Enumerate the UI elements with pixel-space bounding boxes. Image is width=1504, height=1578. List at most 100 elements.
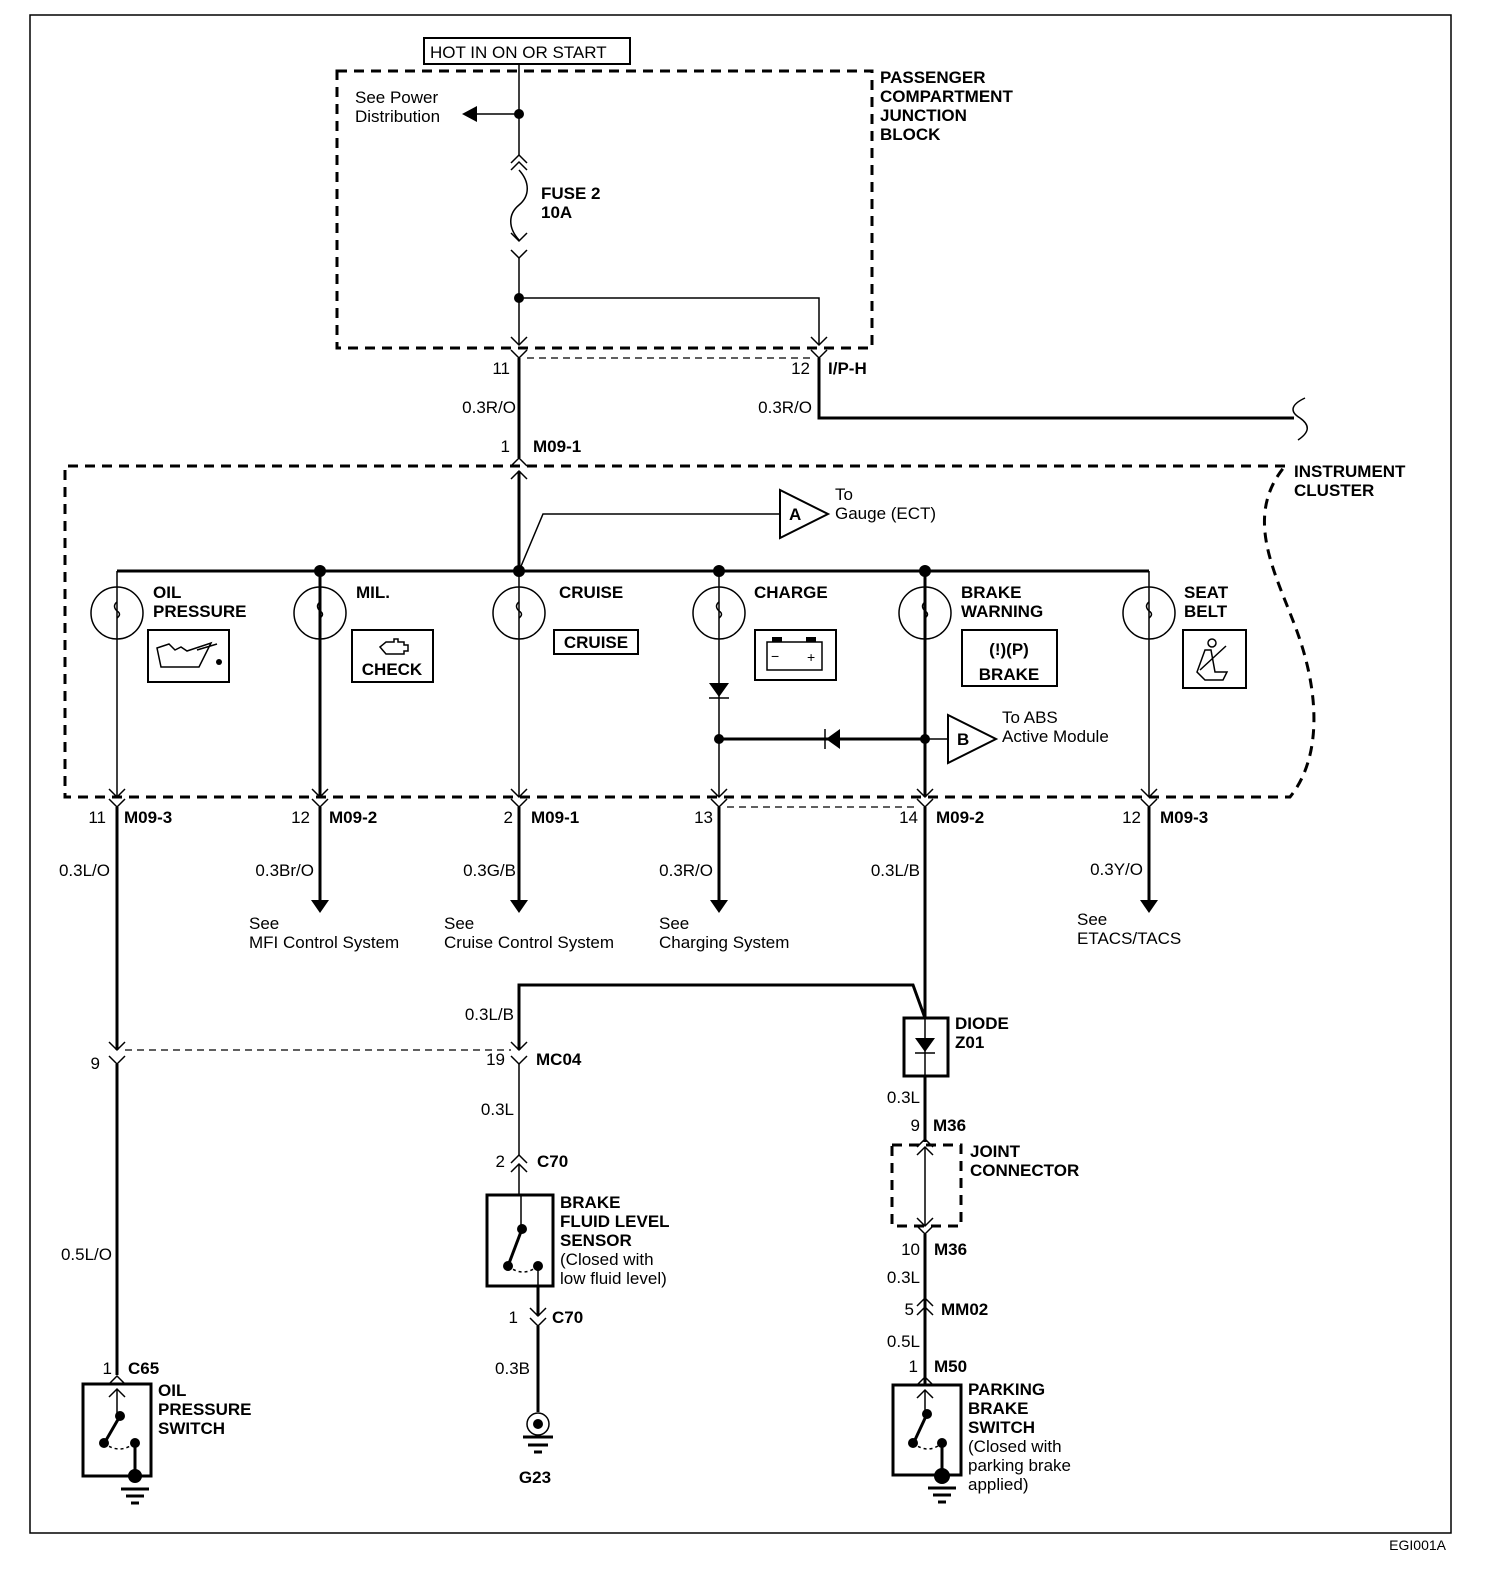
ground-icon bbox=[928, 1486, 956, 1504]
see-label: See bbox=[249, 914, 279, 933]
ref-b-letter: B bbox=[957, 730, 969, 749]
ground-icon bbox=[121, 1487, 149, 1505]
cluster-outline bbox=[63, 464, 1316, 799]
junction-block-label-1: PASSENGER bbox=[880, 68, 986, 87]
wire-label: 0.5L bbox=[887, 1332, 920, 1351]
connector-ip-h: I/P-H bbox=[828, 359, 867, 378]
lamp-seat-belt: SEAT BELT bbox=[1122, 571, 1247, 797]
sensor-label: SENSOR bbox=[560, 1231, 632, 1250]
pin-label: 13 bbox=[694, 808, 713, 827]
pin-label: 19 bbox=[486, 1050, 505, 1069]
fuse-label: FUSE 2 bbox=[541, 184, 601, 203]
connector-11-icon bbox=[510, 336, 528, 347]
diode-label: DIODE bbox=[955, 1014, 1009, 1033]
wire-label: 0.3L/O bbox=[59, 861, 110, 880]
brake-fluid-level-sensor: BRAKE FLUID LEVEL SENSOR (Closed with lo… bbox=[485, 1193, 670, 1288]
sensor-note: (Closed with bbox=[560, 1250, 654, 1269]
switch-label: OIL bbox=[158, 1381, 186, 1400]
switch-label: SWITCH bbox=[158, 1419, 225, 1438]
lamp-label: CHARGE bbox=[754, 583, 828, 602]
see-system-etacs: ETACS/TACS bbox=[1077, 929, 1181, 948]
switch-label: PARKING bbox=[968, 1380, 1045, 1399]
pin-11: 11 bbox=[492, 359, 510, 378]
diode-label: Z01 bbox=[955, 1033, 984, 1052]
lamp-label: WARNING bbox=[961, 602, 1043, 621]
wire-label: 0.3Br/O bbox=[255, 861, 314, 880]
bulb-icon bbox=[492, 586, 546, 640]
parking-brake-switch: PARKING BRAKE SWITCH (Closed with parkin… bbox=[891, 1375, 1071, 1504]
pin-label: 1 bbox=[509, 1308, 518, 1327]
check-text: CHECK bbox=[362, 660, 423, 679]
connector-label: M09-2 bbox=[936, 808, 984, 827]
lamp-label: SEAT bbox=[1184, 583, 1229, 602]
cluster-title-2: CLUSTER bbox=[1294, 481, 1374, 500]
see-system-mfi: MFI Control System bbox=[249, 933, 399, 952]
connector-12-icon bbox=[810, 336, 828, 347]
wire-label-right: 0.3R/O bbox=[758, 398, 812, 417]
ref-b-line2: Active Module bbox=[1002, 727, 1109, 746]
switch-label: PRESSURE bbox=[158, 1400, 252, 1419]
junction-block-label-3: JUNCTION bbox=[880, 106, 967, 125]
junction-block-label-2: COMPARTMENT bbox=[880, 87, 1013, 106]
ground-label: G23 bbox=[519, 1468, 551, 1487]
bulb-icon bbox=[692, 586, 746, 640]
switch-note: parking brake bbox=[968, 1456, 1071, 1475]
diagram-id: EGI001A bbox=[1389, 1537, 1446, 1553]
switch-note: (Closed with bbox=[968, 1437, 1062, 1456]
arrow-down-icon bbox=[710, 900, 728, 913]
ref-a-line1: To bbox=[835, 485, 853, 504]
oil-pressure-switch: OIL PRESSURE SWITCH bbox=[81, 1374, 252, 1505]
pin-label: 12 bbox=[1122, 808, 1141, 827]
wire-label: 0.3L bbox=[887, 1268, 920, 1287]
bulb-icon bbox=[1122, 586, 1176, 640]
diagram-frame bbox=[29, 14, 1452, 1534]
engine-check-icon bbox=[351, 629, 434, 683]
power-section: HOT IN ON OR START PASSENGER COMPARTMENT… bbox=[335, 37, 1308, 458]
wire-label: 0.3B bbox=[495, 1359, 530, 1378]
arrow-left-icon bbox=[462, 106, 477, 122]
connector-label: M50 bbox=[934, 1357, 967, 1376]
parking-brake-circuit: DIODE Z01 0.3L 9 M36 JOINT CONNECTOR 10 … bbox=[887, 1014, 1079, 1504]
svg-text:(!)(P): (!)(P) bbox=[989, 640, 1029, 659]
wire-label: 0.5L/O bbox=[61, 1245, 112, 1264]
lamp-oil-pressure: OIL PRESSURE bbox=[90, 571, 247, 797]
connector-label: M09-3 bbox=[1160, 808, 1208, 827]
hot-label: HOT IN ON OR START bbox=[430, 43, 607, 62]
pin-label: 1 bbox=[103, 1359, 112, 1378]
pin-label: 9 bbox=[91, 1054, 100, 1073]
wire-break-icon bbox=[1292, 397, 1308, 441]
cruise-text: CRUISE bbox=[564, 633, 628, 652]
svg-text:+: + bbox=[807, 649, 815, 665]
lamp-label: BRAKE bbox=[961, 583, 1021, 602]
svg-text:−: − bbox=[771, 648, 779, 664]
diode-z01: DIODE Z01 bbox=[902, 1014, 1009, 1078]
sensor-label: BRAKE bbox=[560, 1193, 620, 1212]
connector-label: M36 bbox=[934, 1240, 967, 1259]
hot-label-box bbox=[423, 37, 631, 65]
wire-label: 0.3L bbox=[887, 1088, 920, 1107]
bulb-icon bbox=[293, 586, 347, 640]
lamp-label: CRUISE bbox=[559, 583, 623, 602]
lamp-cruise: CRUISE CRUISE bbox=[492, 571, 639, 797]
oil-can-icon bbox=[147, 629, 230, 683]
see-label: See bbox=[659, 914, 689, 933]
connector-label: C70 bbox=[537, 1152, 568, 1171]
pin-label: 2 bbox=[504, 808, 513, 827]
output-wires: 11 M09-3 0.3L/O 12 M09-2 0.3Br/O See MFI… bbox=[59, 807, 1208, 1050]
connector-label: M09-2 bbox=[329, 808, 377, 827]
joint-label: CONNECTOR bbox=[970, 1161, 1079, 1180]
switch-note: applied) bbox=[968, 1475, 1029, 1494]
arrow-down-icon bbox=[1140, 900, 1158, 913]
lamp-brake-warning: BRAKE WARNING (!)(P) BRAKE B To ABS Acti… bbox=[719, 571, 1109, 797]
cluster-connector-m09-1: M09-1 bbox=[533, 437, 581, 456]
lamp-charge: CHARGE − + bbox=[692, 571, 837, 797]
cruise-text-icon bbox=[553, 629, 639, 655]
wire-label: 0.3L/B bbox=[871, 861, 920, 880]
ref-a-line2: Gauge (ECT) bbox=[835, 504, 936, 523]
oil-pressure-circuit: 9 0.5L/O 1 C65 OIL PRESSURE SWITCH bbox=[61, 1041, 511, 1505]
wire-label: 0.3L bbox=[481, 1100, 514, 1119]
pin-label: 11 bbox=[88, 808, 106, 827]
wire-label: 0.3R/O bbox=[659, 861, 713, 880]
connector-label: C70 bbox=[552, 1308, 583, 1327]
